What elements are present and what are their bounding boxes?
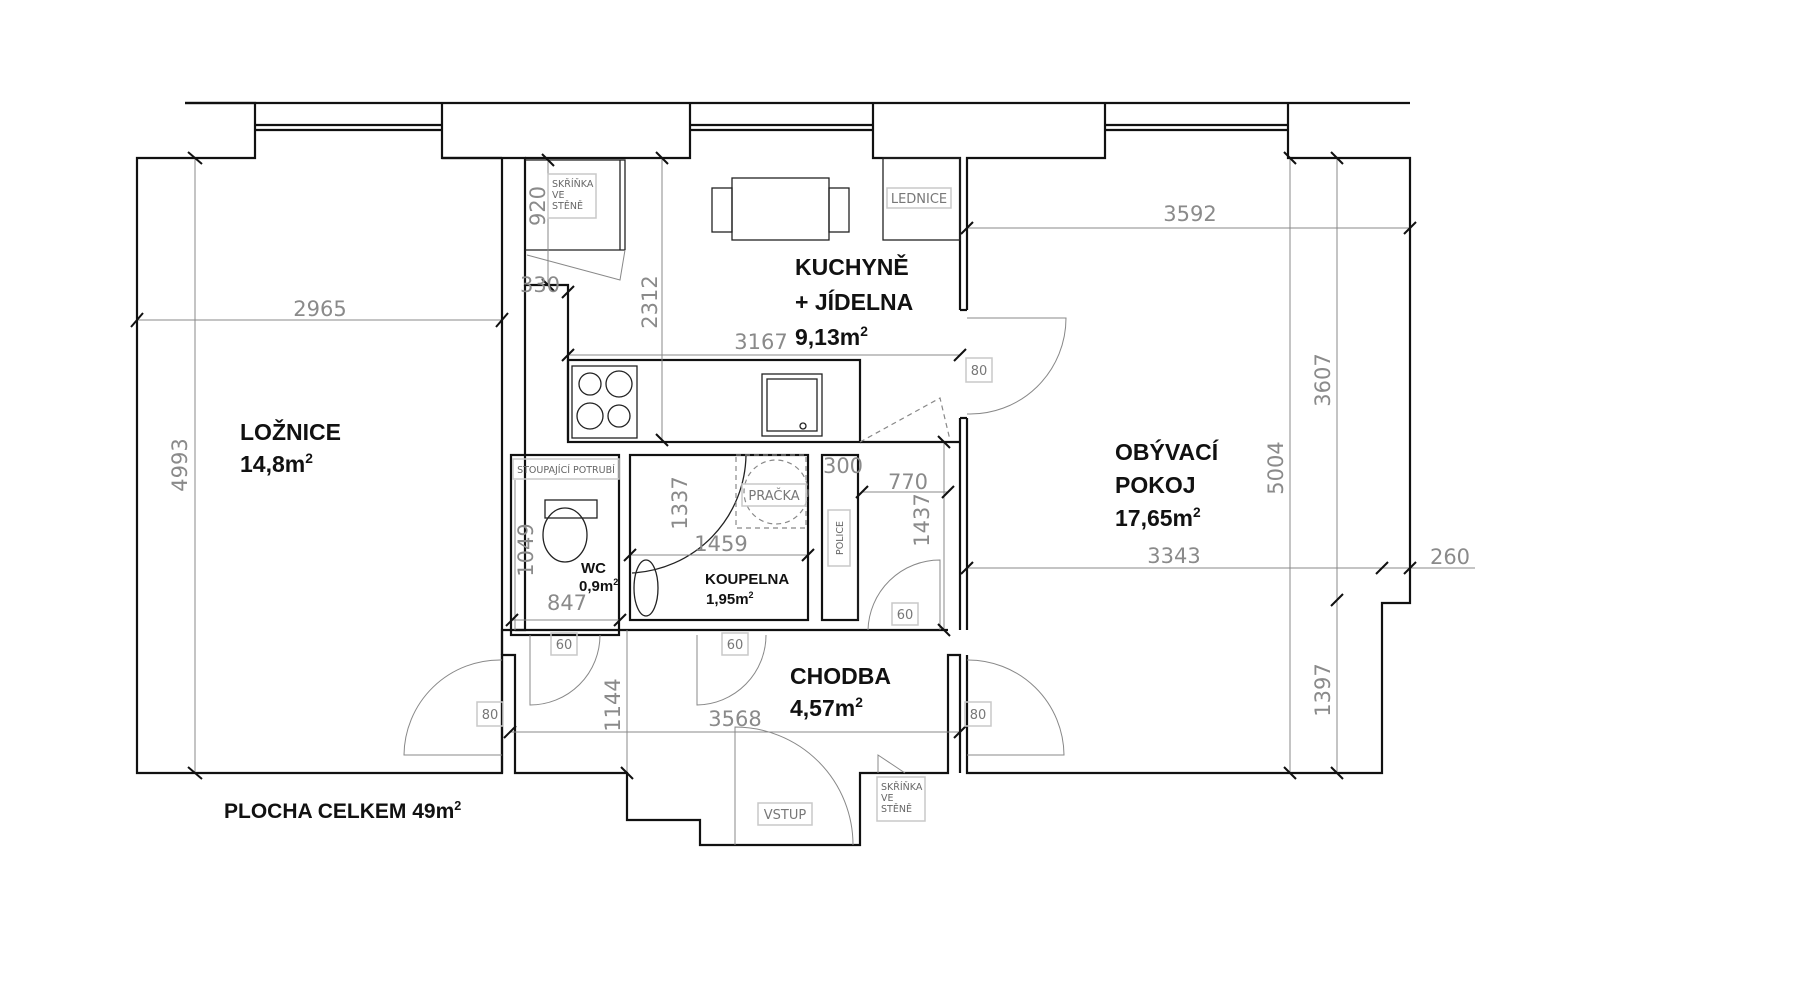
svg-text:920: 920 bbox=[526, 186, 550, 226]
svg-text:1144: 1144 bbox=[601, 678, 625, 731]
svg-text:60: 60 bbox=[556, 638, 573, 653]
fridge-label: LEDNICE bbox=[891, 192, 947, 207]
room-area-obyvaci: 17,65m2 bbox=[1115, 505, 1201, 531]
svg-text:2965: 2965 bbox=[293, 297, 346, 321]
svg-text:STĚNĚ: STĚNĚ bbox=[881, 803, 912, 815]
dimension-lines bbox=[137, 158, 1475, 773]
shower-curve bbox=[631, 454, 747, 574]
shelf-label: POLICE bbox=[835, 521, 846, 555]
cabinet-label: SKŘÍŇKA bbox=[552, 178, 594, 190]
svg-text:2312: 2312 bbox=[638, 275, 662, 328]
svg-text:STĚNĚ: STĚNĚ bbox=[552, 200, 583, 212]
svg-text:60: 60 bbox=[727, 638, 744, 653]
room-name-koupelna: KOUPELNA bbox=[705, 571, 789, 588]
door-labels: 80 80 80 60 60 60 bbox=[476, 357, 993, 727]
svg-text:3568: 3568 bbox=[708, 707, 761, 731]
svg-text:1337: 1337 bbox=[668, 476, 692, 529]
total-area: PLOCHA CELKEM 49m2 bbox=[224, 799, 461, 823]
dimension-ticks bbox=[130, 151, 1417, 780]
sink bbox=[761, 373, 823, 437]
riser-label: STOUPAJÍCÍ POTRUBÍ bbox=[517, 464, 615, 476]
svg-text:260: 260 bbox=[1430, 545, 1470, 569]
svg-text:1049: 1049 bbox=[514, 523, 538, 576]
svg-text:1397: 1397 bbox=[1311, 663, 1335, 716]
dimension-labels: 2965 4993 920 330 2312 3167 3592 3607 50… bbox=[168, 186, 1470, 732]
svg-text:847: 847 bbox=[547, 591, 587, 615]
svg-text:4993: 4993 bbox=[168, 438, 192, 491]
svg-text:POKOJ: POKOJ bbox=[1115, 472, 1196, 498]
room-area-loznice: 14,8m2 bbox=[240, 451, 313, 477]
room-name-wc: WC bbox=[581, 560, 606, 577]
room-labels: LOŽNICE 14,8m2 KUCHYNĚ + JÍDELNA 9,13m2 … bbox=[224, 253, 1219, 823]
svg-text:3167: 3167 bbox=[734, 330, 787, 354]
furniture bbox=[542, 177, 951, 620]
svg-text:3592: 3592 bbox=[1163, 202, 1216, 226]
room-area-wc: 0,9m2 bbox=[579, 577, 618, 595]
washer-label: PRAČKA bbox=[748, 488, 799, 504]
entrance-label: VSTUP bbox=[764, 808, 807, 823]
room-area-kuchyne: 9,13m2 bbox=[795, 324, 868, 350]
washer-outline bbox=[743, 459, 809, 525]
svg-text:80: 80 bbox=[971, 364, 988, 379]
washbasin bbox=[633, 559, 659, 617]
room-area-koupelna: 1,95m2 bbox=[706, 590, 754, 608]
dining-table bbox=[731, 177, 830, 241]
room-area-chodba: 4,57m2 bbox=[790, 695, 863, 721]
cabinet-entry-label: SKŘÍŇKA bbox=[881, 781, 923, 793]
walls bbox=[135, 101, 1412, 847]
svg-text:770: 770 bbox=[888, 470, 928, 494]
toilet bbox=[542, 507, 588, 563]
svg-text:3607: 3607 bbox=[1311, 353, 1335, 406]
fixture-labels: SKŘÍŇKA VE STĚNĚ LEDNICE STOUPAJÍCÍ POTR… bbox=[512, 173, 952, 826]
svg-text:VE: VE bbox=[881, 793, 894, 804]
svg-text:300: 300 bbox=[823, 454, 863, 478]
svg-text:1437: 1437 bbox=[910, 493, 934, 546]
svg-text:+ JÍDELNA: + JÍDELNA bbox=[795, 288, 913, 315]
svg-text:80: 80 bbox=[970, 708, 987, 723]
svg-text:5004: 5004 bbox=[1264, 441, 1288, 494]
svg-text:330: 330 bbox=[520, 273, 560, 297]
doors bbox=[403, 249, 1067, 846]
room-name-loznice: LOŽNICE bbox=[240, 418, 341, 445]
room-name-obyvaci: OBÝVACÍ bbox=[1115, 438, 1219, 465]
svg-text:3343: 3343 bbox=[1147, 544, 1200, 568]
cooktop bbox=[571, 365, 638, 439]
svg-text:80: 80 bbox=[482, 708, 499, 723]
svg-text:1459: 1459 bbox=[694, 532, 747, 556]
room-name-kuchyne: KUCHYNĚ bbox=[795, 253, 909, 280]
svg-text:VE: VE bbox=[552, 190, 565, 201]
svg-text:60: 60 bbox=[897, 608, 914, 623]
room-name-chodba: CHODBA bbox=[790, 663, 891, 689]
